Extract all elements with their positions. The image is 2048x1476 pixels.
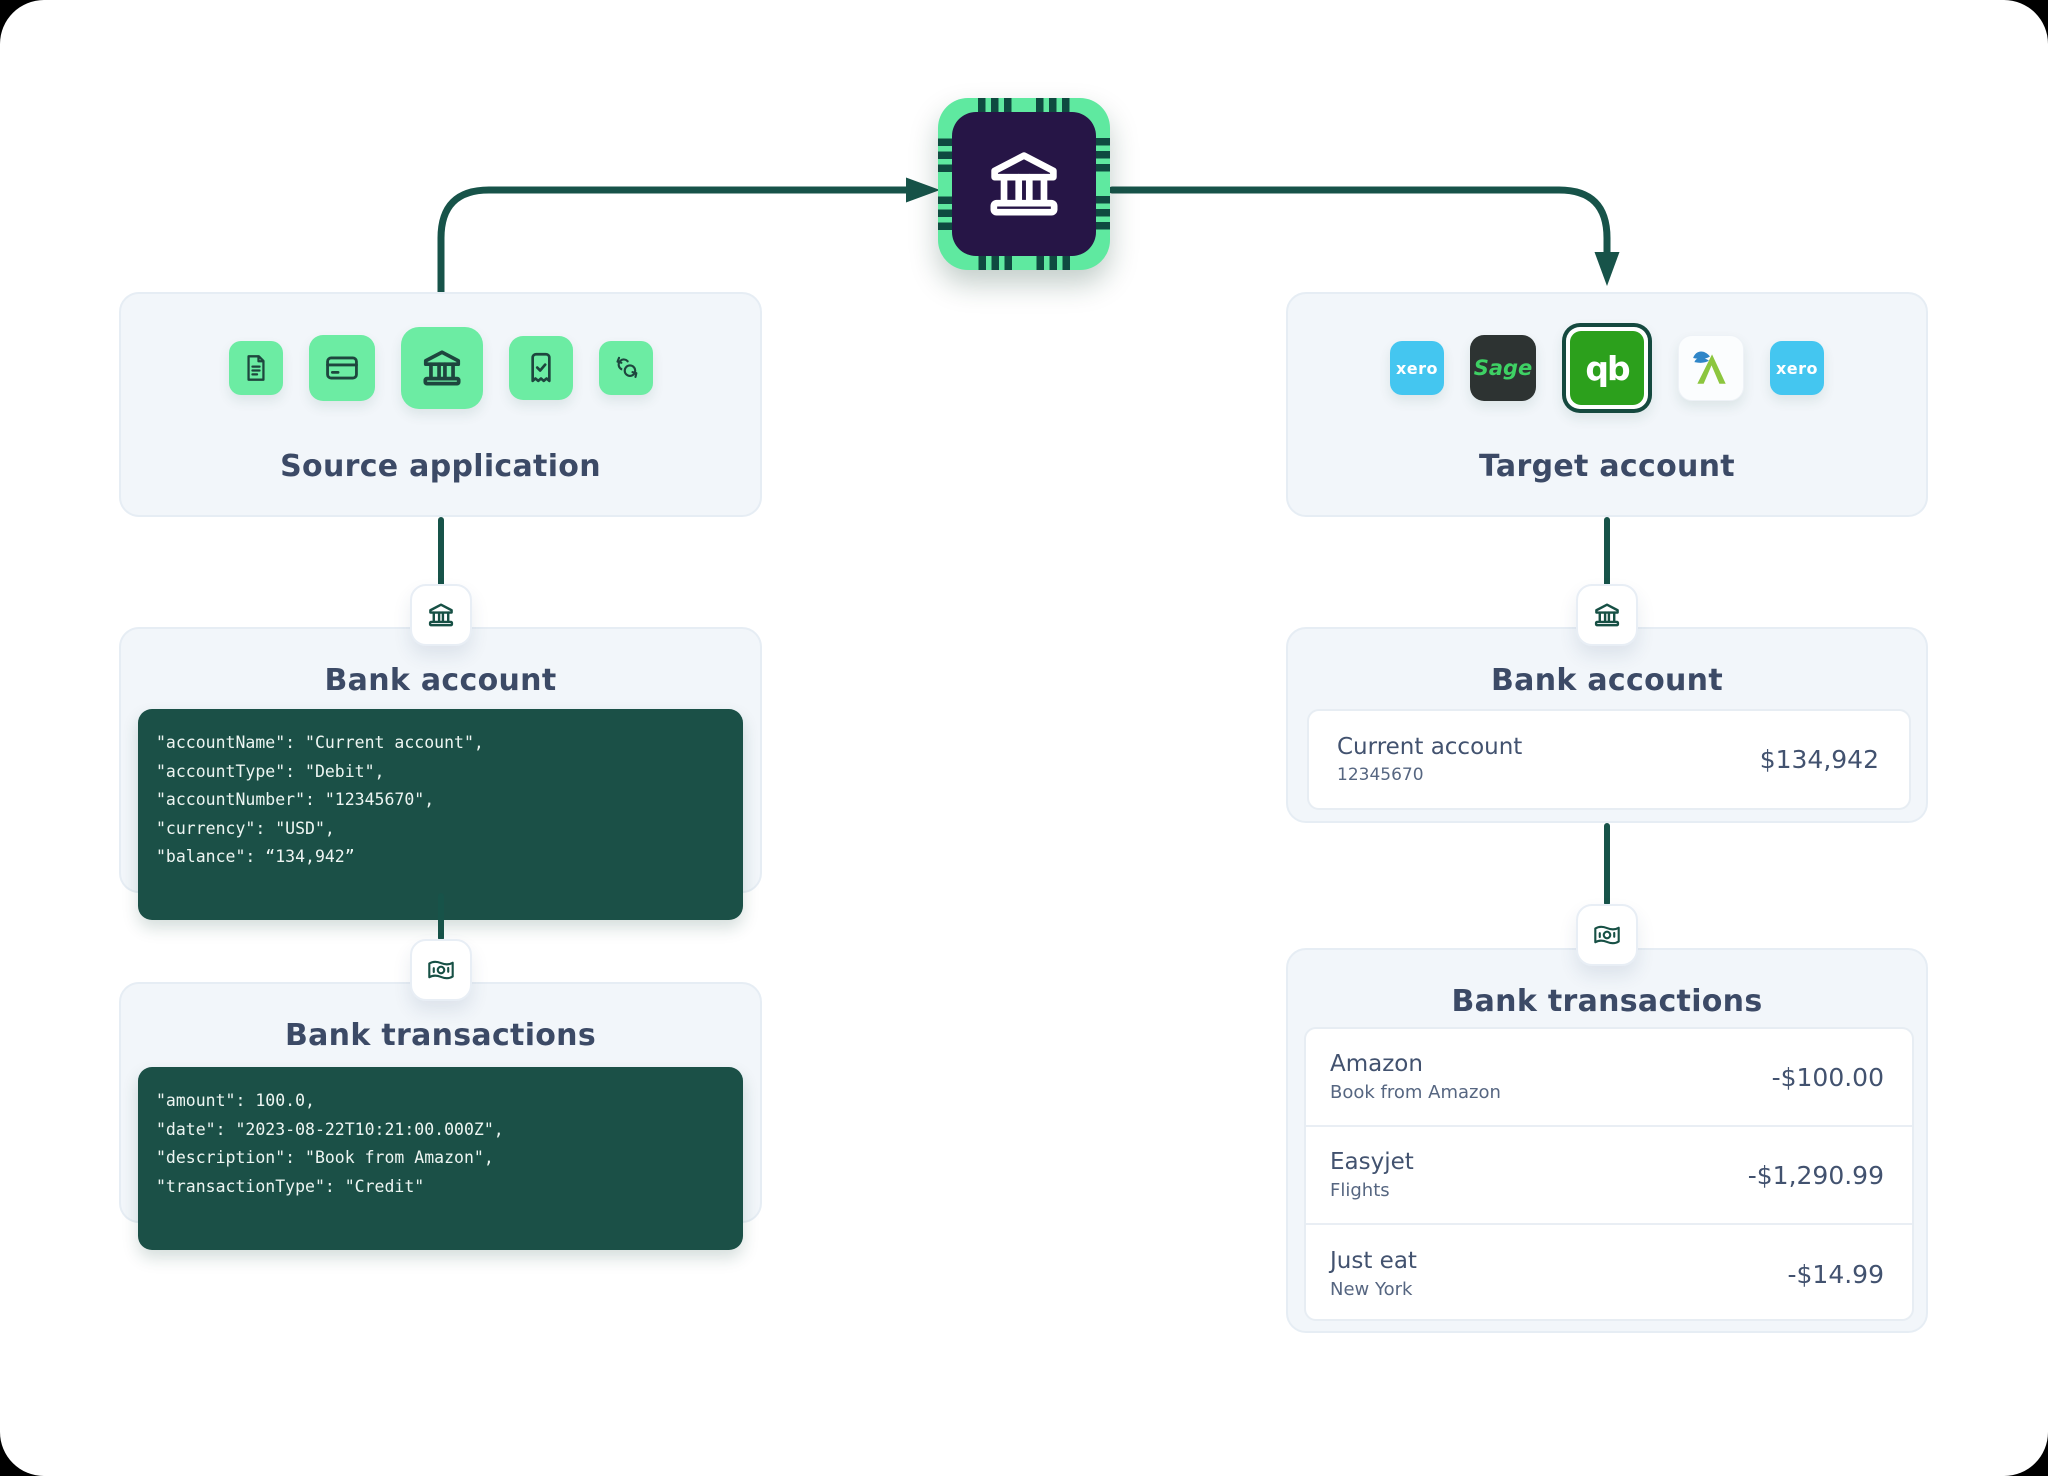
target-tile-quickbooks-selected[interactable]: qb — [1562, 323, 1652, 413]
bank-chip-hub — [938, 98, 1110, 270]
bank-account-badge-left — [410, 584, 472, 646]
transaction-name: Amazon — [1330, 1051, 1423, 1077]
sync-coins-icon — [609, 351, 643, 385]
bank-account-badge-right — [1576, 584, 1638, 646]
code-line: "accountNumber": "12345670", — [156, 790, 435, 809]
target-bank-transactions-title: Bank transactions — [1451, 984, 1763, 1019]
target-bank-account-title: Bank account — [1491, 663, 1723, 698]
target-to-bank-account-connector — [1604, 517, 1610, 587]
freeagent-logo-icon — [1693, 351, 1726, 384]
bank-icon — [422, 350, 461, 386]
transaction-amount: -$100.00 — [1771, 1062, 1884, 1092]
bank-transactions-json-block: "amount": 100.0, "date": "2023-08-22T10:… — [138, 1067, 743, 1250]
source-icon-row — [228, 327, 653, 409]
chip-pins — [938, 98, 1110, 270]
bank-account-to-transactions-connector-left — [438, 893, 444, 941]
code-line: "accountType": "Debit", — [156, 761, 385, 781]
target-tile-sage[interactable]: Sage — [1470, 335, 1536, 401]
xero-logo: xero — [1775, 358, 1819, 378]
bank-account-to-transactions-connector-right — [1604, 823, 1610, 906]
code-line: "description": "Book from Amazon", — [156, 1148, 494, 1167]
source-to-hub-arrowhead — [906, 177, 940, 203]
banknote-icon — [1594, 925, 1620, 945]
sage-logo: Sage — [1473, 356, 1533, 380]
credit-card-icon — [325, 356, 358, 380]
transaction-name: Easyjet — [1330, 1149, 1414, 1175]
chip-core — [952, 112, 1096, 256]
source-bank-account-title: Bank account — [324, 663, 557, 698]
banknote-icon — [428, 960, 454, 980]
source-tile-receipt[interactable] — [508, 336, 573, 400]
source-tile-sync[interactable] — [598, 341, 653, 395]
target-tile-xero-2[interactable]: xero — [1770, 341, 1824, 395]
xero-logo: xero — [1395, 358, 1439, 378]
transaction-row: Easyjet Flights -$1,290.99 — [1306, 1127, 1912, 1225]
hub-to-target-arrowhead — [1594, 252, 1620, 286]
target-tile-freeagent[interactable] — [1678, 335, 1744, 401]
transaction-description: Book from Amazon — [1330, 1082, 1501, 1103]
account-name: Current account — [1337, 734, 1523, 760]
source-bank-transactions-card: Bank transactions "amount": 100.0, "date… — [119, 982, 762, 1250]
quickbooks-logo: qb — [1570, 331, 1644, 405]
source-application-panel: Source application — [119, 292, 762, 517]
target-bank-account-card: Bank account Current account 12345670 $1… — [1286, 627, 1928, 823]
account-summary-card: Current account 12345670 $134,942 — [1307, 709, 1911, 810]
code-line: "date": "2023-08-22T10:21:00.000Z", — [156, 1119, 504, 1139]
hub-to-target-arrow-line — [1108, 186, 1611, 258]
source-tile-card[interactable] — [308, 335, 375, 401]
account-summary-row: Current account 12345670 $134,942 — [1309, 711, 1909, 808]
code-line: "accountName": "Current account", — [156, 733, 484, 752]
target-account-panel: xero Sage qb xero Target account — [1286, 292, 1928, 517]
source-to-hub-arrow-line — [437, 186, 910, 296]
transaction-amount: -$1,290.99 — [1747, 1160, 1884, 1190]
transaction-description: Flights — [1330, 1180, 1390, 1201]
code-line: "transactionType": "Credit" — [156, 1176, 425, 1196]
source-bank-transactions-title: Bank transactions — [284, 1018, 597, 1053]
code-line: "balance": “134,942” — [156, 847, 355, 866]
target-tile-xero-1[interactable]: xero — [1390, 341, 1444, 395]
account-number: 12345670 — [1337, 765, 1424, 785]
transaction-description: New York — [1330, 1279, 1413, 1300]
transactions-list: Amazon Book from Amazon -$100.00 Easyjet… — [1304, 1027, 1914, 1321]
bank-transactions-badge-left — [410, 939, 472, 1001]
code-line: "currency": "USD", — [156, 818, 335, 838]
target-icon-row: xero Sage qb xero — [1390, 323, 1824, 413]
target-bank-transactions-card: Bank transactions Amazon Book from Amazo… — [1286, 948, 1928, 1333]
code-line: "amount": 100.0, — [156, 1091, 315, 1110]
bank-transactions-badge-right — [1576, 904, 1638, 966]
source-tile-document[interactable] — [228, 341, 283, 395]
transaction-row: Amazon Book from Amazon -$100.00 — [1306, 1029, 1912, 1127]
transaction-amount: -$14.99 — [1787, 1259, 1885, 1289]
document-icon — [246, 355, 265, 381]
bank-icon — [428, 603, 454, 627]
bank-account-json-block: "accountName": "Current account", "accou… — [138, 709, 743, 920]
source-to-bank-account-connector — [438, 517, 444, 587]
receipt-check-icon — [530, 352, 551, 383]
source-panel-title: Source application — [280, 449, 601, 484]
target-panel-title: Target account — [1479, 449, 1735, 484]
bank-icon — [1594, 603, 1620, 627]
account-balance: $134,942 — [1759, 745, 1879, 774]
source-bank-account-card: Bank account "accountName": "Current acc… — [119, 627, 762, 920]
quickbooks-ring: qb — [1566, 327, 1648, 409]
transaction-name: Just eat — [1330, 1248, 1417, 1274]
source-tile-bank[interactable] — [400, 327, 483, 409]
transaction-row: Just eat New York -$14.99 — [1306, 1225, 1912, 1323]
bank-icon — [977, 137, 1071, 231]
